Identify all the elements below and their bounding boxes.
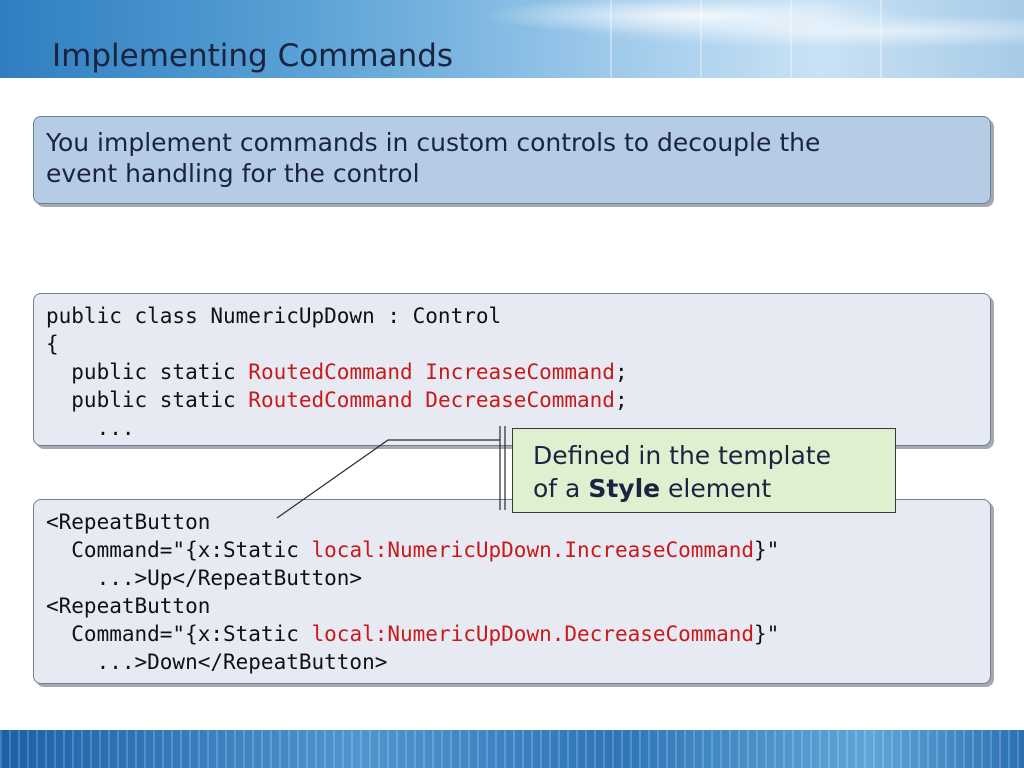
code-line-suffix: }" [754, 622, 780, 646]
banner-streak [880, 0, 882, 78]
class-code: public class NumericUpDown : Control { p… [46, 302, 628, 442]
code-line: ... [46, 416, 135, 440]
code-line-suffix: }" [754, 538, 780, 562]
slide-title: Implementing Commands [52, 38, 454, 74]
callout-box: Defined in the template of a Style elemen… [512, 428, 896, 513]
intro-text: You implement commands in custom control… [46, 128, 821, 188]
footer-banner [0, 730, 1024, 768]
callout-line2-prefix: of a [533, 474, 589, 503]
code-highlight: RoutedCommand DecreaseCommand [248, 388, 615, 412]
code-line: <RepeatButton [46, 594, 211, 618]
code-line-prefix: public static [46, 388, 249, 412]
code-line: public class NumericUpDown : Control [46, 304, 502, 328]
callout-bold-word: Style [588, 474, 661, 503]
banner-streak [610, 0, 612, 78]
banner-streak [790, 0, 792, 78]
code-line: ...>Down</RepeatButton> [46, 650, 388, 674]
code-highlight: RoutedCommand IncreaseCommand [248, 360, 615, 384]
callout-line1: Defined in the template [533, 441, 831, 470]
code-line: { [46, 332, 59, 356]
banner-streak [700, 0, 702, 78]
code-highlight: local:NumericUpDown.DecreaseCommand [311, 622, 755, 646]
xaml-code-block: <RepeatButton Command="{x:Static local:N… [33, 499, 991, 684]
xaml-code: <RepeatButton Command="{x:Static local:N… [46, 508, 779, 676]
intro-box: You implement commands in custom control… [33, 116, 991, 204]
code-line-suffix: ; [614, 388, 628, 412]
callout-text: Defined in the template of a Style elemen… [533, 439, 831, 505]
header-banner [0, 0, 1024, 78]
code-highlight: local:NumericUpDown.IncreaseCommand [311, 538, 755, 562]
code-line-suffix: ; [614, 360, 628, 384]
code-line-prefix: Command="{x:Static [46, 538, 312, 562]
code-line-prefix: public static [46, 360, 249, 384]
code-line: ...>Up</RepeatButton> [46, 566, 363, 590]
class-code-block: public class NumericUpDown : Control { p… [33, 293, 991, 446]
code-line-prefix: Command="{x:Static [46, 622, 312, 646]
code-line: <RepeatButton [46, 510, 211, 534]
callout-line2-suffix: element [660, 474, 772, 503]
